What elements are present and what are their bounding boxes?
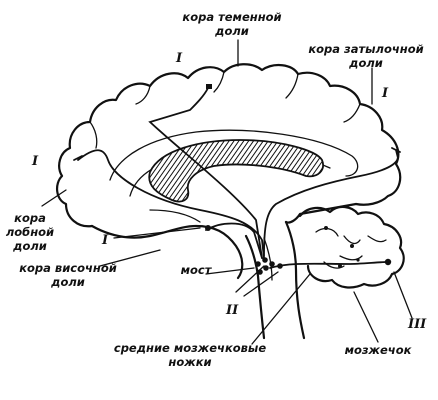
frontal-endpoint-mark — [73, 155, 83, 161]
cerebellum-folia — [339, 255, 363, 261]
parietal-endpoint-mark — [206, 84, 212, 89]
leader-peduncles-1 — [235, 265, 265, 293]
numeral-occipital: I — [381, 86, 389, 101]
cingulate-outline — [109, 129, 359, 181]
leader-numeral-temporal — [113, 227, 201, 239]
pontocerebellar-pathway — [269, 261, 389, 269]
occipital-endpoint-mark — [391, 147, 401, 153]
leader-frontal — [41, 189, 67, 207]
dentate-spot — [324, 226, 328, 230]
temporal-lobe-outline — [90, 224, 244, 280]
parietal-pathway — [148, 87, 263, 259]
leader-peduncles-3 — [251, 273, 311, 345]
dentate-spot — [356, 258, 360, 262]
numeral-parietal: I — [175, 51, 183, 66]
gyrus-line — [343, 103, 361, 123]
gyrus-line — [135, 85, 151, 105]
gyrus-line — [213, 71, 225, 93]
cerebellum-folia — [367, 235, 387, 243]
dentate-spot — [338, 264, 342, 268]
temporal-gyrus-line — [149, 209, 201, 223]
leader-temporal — [99, 249, 161, 267]
leader-cerebellum — [353, 291, 379, 343]
label-pons: мост — [181, 263, 213, 277]
numeral-temporal: I — [101, 233, 109, 248]
brainstem-outline-right — [284, 220, 306, 340]
temporal-endpoint-node — [205, 225, 211, 231]
occipital-pathway — [263, 149, 399, 257]
leader-peduncles-2 — [243, 271, 279, 297]
brainstem-outline — [244, 234, 266, 340]
label-cerebellum: мозжечок — [345, 343, 413, 357]
gyrus-line — [285, 73, 299, 99]
numeral-pons: II — [225, 303, 239, 318]
cerebellum-outline — [298, 205, 405, 289]
cerebellum-folia — [315, 227, 339, 237]
dentate-spot — [350, 244, 354, 248]
numeral-frontal: I — [31, 154, 39, 169]
leader-pons — [205, 267, 255, 275]
corpus-callosum — [148, 139, 324, 203]
cerebellar-cortex-node — [384, 258, 392, 266]
pons-nuclei — [255, 257, 283, 275]
cerebellum-folia — [343, 235, 361, 245]
cerebrum-outline — [56, 63, 402, 228]
leader-numeral-III — [393, 271, 413, 319]
numeral-cerebellum: III — [407, 317, 427, 332]
frontal-pathway — [77, 149, 265, 259]
gyrus-line — [89, 121, 98, 149]
